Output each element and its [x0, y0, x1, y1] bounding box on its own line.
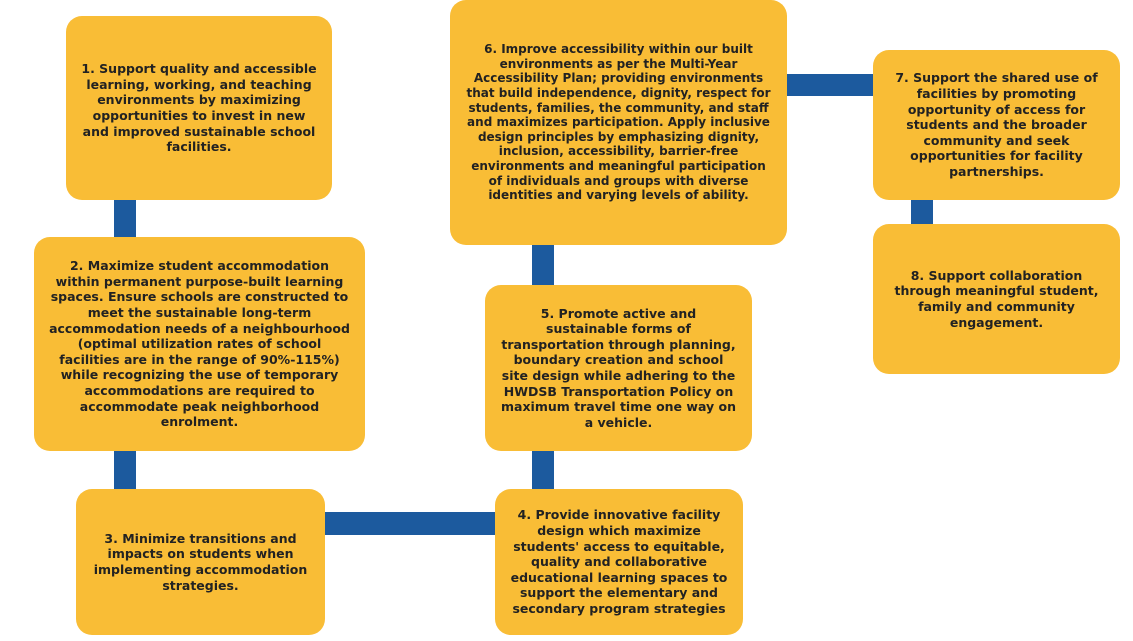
step-2-box: 2. Maximize student accommodation within…	[34, 237, 365, 451]
step-5-text: 5. Promote active and sustainable forms …	[501, 305, 736, 430]
connector-6-7	[787, 74, 873, 96]
step-7-box: 7. Support the shared use of facilities …	[873, 50, 1120, 200]
step-6-box: 6. Improve accessibility within our buil…	[450, 0, 787, 245]
step-7-text: 7. Support the shared use of facilities …	[895, 70, 1098, 180]
step-3-box: 3. Minimize transitions and impacts on s…	[76, 489, 325, 635]
step-6-text: 6. Improve accessibility within our buil…	[466, 42, 771, 203]
step-4-text: 4. Provide innovative facility design wh…	[510, 507, 728, 617]
step-8-text: 8. Support collaboration through meaning…	[894, 267, 1099, 330]
step-3-text: 3. Minimize transitions and impacts on s…	[93, 530, 308, 593]
step-1-text: 1. Support quality and accessible learni…	[81, 61, 317, 155]
step-5-box: 5. Promote active and sustainable forms …	[485, 285, 752, 451]
step-1-box: 1. Support quality and accessible learni…	[66, 16, 332, 200]
connector-1-2	[114, 200, 136, 237]
step-2-text: 2. Maximize student accommodation within…	[49, 258, 350, 430]
connector-5-6	[532, 245, 554, 285]
step-4-box: 4. Provide innovative facility design wh…	[495, 489, 743, 635]
connector-7-8	[911, 200, 933, 224]
step-8-box: 8. Support collaboration through meaning…	[873, 224, 1120, 374]
connector-3-4	[325, 512, 495, 535]
connector-2-3	[114, 451, 136, 489]
connector-4-5	[532, 451, 554, 489]
